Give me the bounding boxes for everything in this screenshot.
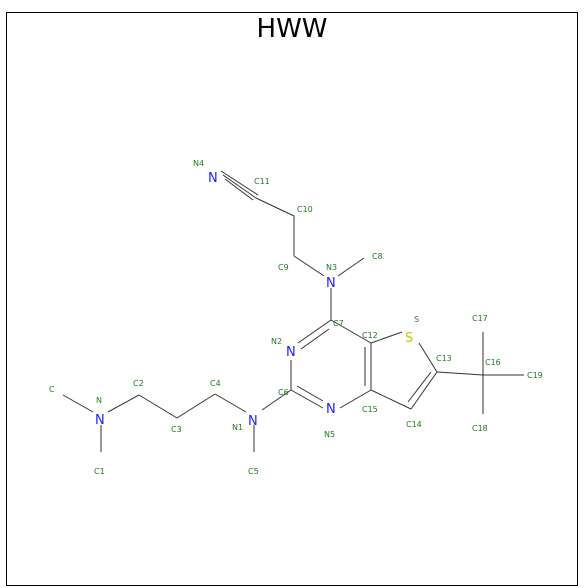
- label-c3: C3: [171, 425, 182, 434]
- label-c9: C9: [278, 263, 289, 272]
- label-c: C: [49, 385, 55, 394]
- label-c13: C13: [436, 354, 452, 363]
- bond-n3-c8: [337, 257, 365, 277]
- label-c6: C6: [278, 388, 289, 397]
- label-n1: N1: [232, 423, 243, 432]
- bond-n4-c11-b: [224, 178, 254, 201]
- bond-n1-c4: [214, 393, 247, 413]
- label-n5: N5: [324, 430, 335, 439]
- bond-n4-c11-c: [220, 170, 259, 196]
- label-c4: C4: [210, 379, 221, 388]
- bond-c7-c12: [330, 319, 372, 344]
- bond-c9-n3: [293, 255, 325, 277]
- bond-n-c: [62, 394, 94, 413]
- atom-n: N: [95, 413, 105, 428]
- molecule-title: HWW: [256, 14, 328, 44]
- bond-c13-c16: [436, 371, 484, 376]
- bond-c15-n5: [339, 389, 372, 409]
- label-c7: C7: [333, 319, 344, 328]
- bond-n5-c6: [290, 389, 324, 409]
- label-c10: C10: [297, 205, 313, 214]
- atom-n2: N: [286, 345, 296, 360]
- label-c18: C18: [472, 424, 488, 433]
- label-c19: C19: [527, 371, 543, 380]
- label-s: S: [414, 315, 419, 324]
- label-c1: C1: [94, 467, 105, 476]
- label-c5: C5: [248, 467, 259, 476]
- label-n4: N4: [193, 159, 204, 168]
- label-c17: C17: [472, 314, 488, 323]
- bond-c11-c10: [255, 197, 295, 217]
- bond-c12-s: [370, 331, 403, 344]
- atom-n3: N: [326, 276, 336, 291]
- label-c11: C11: [254, 177, 270, 186]
- atom-symbols: N N N N N N S: [95, 171, 413, 429]
- atom-n1: N: [248, 414, 258, 429]
- label-c14: C14: [406, 420, 422, 429]
- bond-n4-c11-a: [222, 174, 257, 199]
- bond-c14-c15: [370, 389, 412, 410]
- bond-s-c13: [418, 342, 438, 373]
- label-c15: C15: [362, 405, 378, 414]
- atom-n5: N: [326, 402, 336, 417]
- bond-n5-c6-inner: [296, 385, 324, 402]
- label-c8: C8: [372, 252, 383, 261]
- diagram-frame: [6, 12, 578, 586]
- bond-c13-c14: [410, 371, 438, 410]
- bond-c13-c14-inner: [407, 371, 432, 403]
- bond-c6-n1: [261, 389, 292, 411]
- label-n: N: [96, 396, 102, 405]
- bonds: [62, 170, 524, 452]
- atom-s: S: [405, 331, 413, 346]
- bond-c4-c3: [176, 393, 216, 419]
- label-c16: C16: [485, 358, 501, 367]
- bond-c3-c2: [138, 394, 178, 419]
- label-c2: C2: [133, 379, 144, 388]
- label-c12: C12: [362, 331, 378, 340]
- atom-n4: N: [208, 171, 218, 186]
- bond-n2-c7: [297, 319, 332, 344]
- label-n3: N3: [326, 263, 337, 272]
- bond-c2-n: [107, 394, 140, 413]
- label-n2: N2: [271, 337, 282, 346]
- bond-n2-c7-inner: [300, 328, 330, 350]
- atom-labels: N4 C11 C10 C9 N3 C8 C7 C12 S C13 C17 C16…: [49, 159, 543, 476]
